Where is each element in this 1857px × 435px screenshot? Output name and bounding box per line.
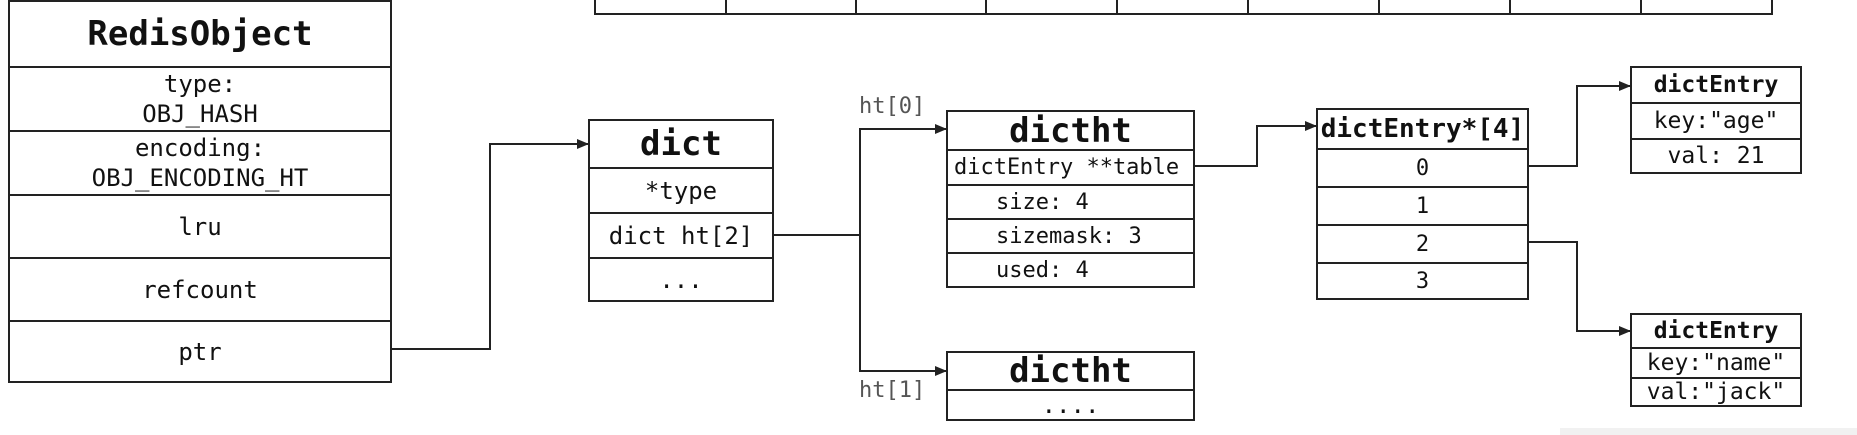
redis-object-ptr-field: ptr (10, 320, 390, 381)
entry-array-box: dictEntry*[4] 0 1 2 3 (1316, 108, 1529, 300)
dictht0-table-field: dictEntry **table (948, 149, 1193, 184)
entry-age-val: val: 21 (1632, 138, 1800, 172)
arrow-table-to-array (1195, 121, 1317, 167)
type-value: OBJ_HASH (142, 100, 258, 128)
entry-name-val: val:"jack" (1632, 377, 1800, 405)
redis-object-type-field: type: OBJ_HASH (10, 66, 390, 130)
arrow-ptr-to-dict (392, 139, 589, 350)
dictht0-size-field: size: 4 (948, 184, 1193, 218)
dict-ht-field: dict ht[2] (590, 212, 772, 257)
entry-name-box: dictEntry key:"name" val:"jack" (1630, 313, 1802, 407)
arrow-slot2-to-entry (1529, 241, 1631, 336)
dictht1-ellipsis: .... (948, 389, 1193, 419)
entry-age-key: key:"age" (1632, 102, 1800, 138)
entry-array-slot: 1 (1318, 186, 1527, 224)
bottom-edge-shade (1560, 428, 1857, 435)
redis-object-title: RedisObject (87, 14, 313, 54)
arrow-ht1 (859, 235, 947, 376)
dictht0-used-field: used: 4 (948, 252, 1193, 286)
top-partial-array (594, 0, 1773, 15)
dict-type-field: *type (590, 167, 772, 212)
dictht1-title: dictht (1009, 351, 1132, 391)
arrow-slot0-to-entry (1529, 81, 1631, 167)
entry-name-title: dictEntry (1653, 318, 1779, 344)
redis-object-box: RedisObject type: OBJ_HASH encoding: OBJ… (8, 0, 392, 383)
entry-array-slot: 0 (1318, 148, 1527, 186)
dictht0-title: dictht (1009, 110, 1132, 151)
ht1-label: ht[1] (859, 378, 926, 403)
dictht0-sizemask-field: sizemask: 3 (948, 218, 1193, 252)
entry-array-slot: 2 (1318, 224, 1527, 262)
dictht0-box: dictht dictEntry **table size: 4 sizemas… (946, 110, 1195, 288)
entry-age-title: dictEntry (1653, 72, 1779, 98)
type-label: type: (163, 70, 237, 98)
entry-age-box: dictEntry key:"age" val: 21 (1630, 66, 1802, 174)
dict-ellipsis-field: ... (590, 257, 772, 300)
redis-object-encoding-field: encoding: OBJ_ENCODING_HT (10, 130, 390, 194)
entry-array-slot: 3 (1318, 262, 1527, 298)
encoding-value: OBJ_ENCODING_HT (91, 164, 309, 192)
ht0-label: ht[0] (859, 94, 926, 119)
dictht1-box: dictht .... (946, 351, 1195, 421)
encoding-label: encoding: (134, 134, 266, 162)
entry-array-title: dictEntry*[4] (1320, 114, 1525, 144)
dict-box: dict *type dict ht[2] ... (588, 119, 774, 302)
redis-object-refcount-field: refcount (10, 257, 390, 320)
arrow-ht0 (859, 124, 947, 235)
dict-title: dict (640, 124, 722, 164)
entry-name-key: key:"name" (1632, 347, 1800, 377)
redis-object-lru-field: lru (10, 194, 390, 257)
